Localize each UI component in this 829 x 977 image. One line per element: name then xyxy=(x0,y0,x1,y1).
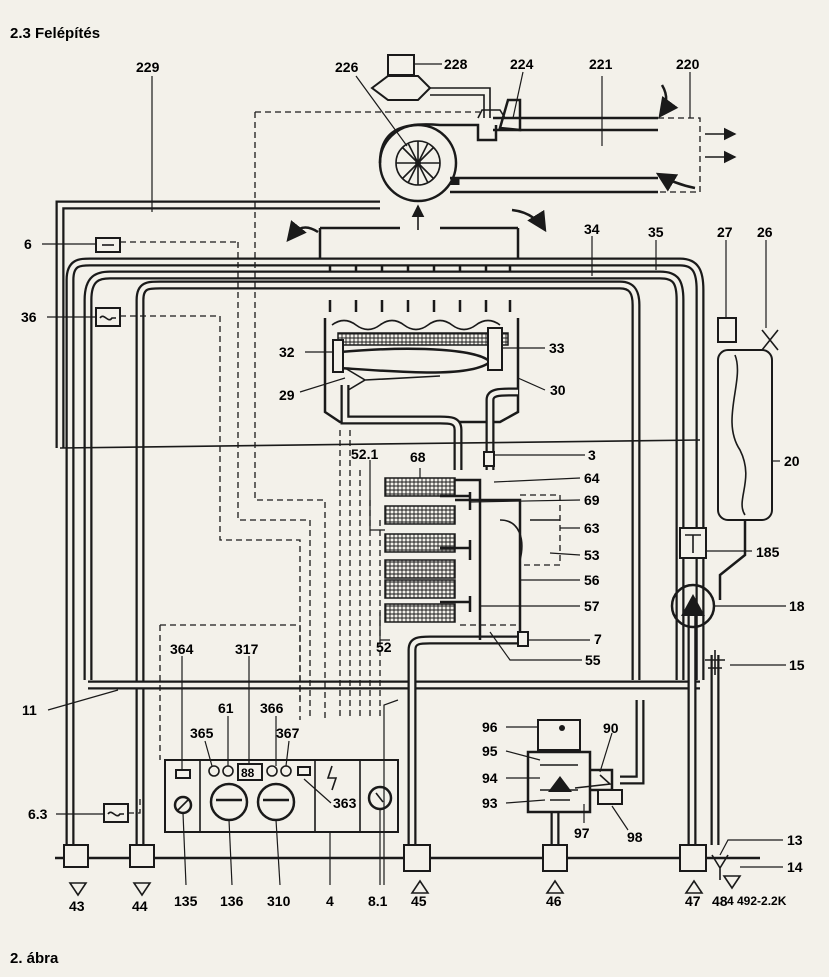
label-220: 220 xyxy=(676,56,700,72)
pressure-sensor xyxy=(717,317,779,351)
label-8-1: 8.1 xyxy=(368,893,388,909)
temperature-limiter xyxy=(95,237,121,253)
label-135: 135 xyxy=(174,893,198,909)
plate-heat-exchanger xyxy=(384,477,522,640)
label-69: 69 xyxy=(584,492,600,508)
label-33: 33 xyxy=(549,340,565,356)
expansion-vessel xyxy=(717,349,773,600)
flue-duct xyxy=(450,84,737,194)
label-136: 136 xyxy=(220,893,244,909)
figure-caption: 2. ábra xyxy=(10,950,59,967)
label-367: 367 xyxy=(276,725,300,741)
label-6: 6 xyxy=(24,236,32,252)
diverter-valve xyxy=(440,451,561,647)
label-228: 228 xyxy=(444,56,468,72)
connection-stubs xyxy=(63,844,742,897)
component-labels: 229 226 228 224 221 220 6 34 35 27 26 36… xyxy=(21,56,805,914)
label-366: 366 xyxy=(260,700,284,716)
label-224: 224 xyxy=(510,56,534,72)
label-36: 36 xyxy=(21,309,37,325)
label-221: 221 xyxy=(589,56,613,72)
label-18: 18 xyxy=(789,598,805,614)
label-7: 7 xyxy=(594,631,602,647)
air-pressure-switch xyxy=(498,98,522,132)
label-185: 185 xyxy=(756,544,780,560)
label-47: 47 xyxy=(685,893,701,909)
label-4: 4 xyxy=(326,893,334,909)
label-27: 27 xyxy=(717,224,733,240)
label-97: 97 xyxy=(574,825,590,841)
label-90: 90 xyxy=(603,720,619,736)
leader-lines xyxy=(42,63,786,886)
dhw-temperature-sensor xyxy=(103,795,141,823)
label-68: 68 xyxy=(410,449,426,465)
label-63: 63 xyxy=(584,520,600,536)
label-61: 61 xyxy=(218,700,234,716)
safety-valve xyxy=(705,650,725,675)
label-11: 11 xyxy=(22,702,37,718)
label-26: 26 xyxy=(757,224,773,240)
label-48: 48 xyxy=(712,893,728,909)
label-310: 310 xyxy=(267,893,291,909)
label-44: 44 xyxy=(132,898,148,914)
label-317: 317 xyxy=(235,641,259,657)
label-46: 46 xyxy=(546,893,562,909)
label-30: 30 xyxy=(550,382,566,398)
label-3: 3 xyxy=(588,447,596,463)
label-94: 94 xyxy=(482,770,498,786)
label-64: 64 xyxy=(584,470,600,486)
label-57: 57 xyxy=(584,598,600,614)
heating-pipes xyxy=(55,178,760,860)
control-panel: 88 xyxy=(164,759,399,833)
label-6-3: 6.3 xyxy=(28,806,48,822)
label-43: 43 xyxy=(69,898,85,914)
label-96: 96 xyxy=(482,719,498,735)
label-95: 95 xyxy=(482,743,498,759)
section-title: 2.3 Felépítés xyxy=(10,25,100,42)
label-52: 52 xyxy=(376,639,392,655)
label-45: 45 xyxy=(411,893,427,909)
flue-fan xyxy=(378,109,506,203)
label-14: 14 xyxy=(787,859,803,875)
label-32: 32 xyxy=(279,344,295,360)
label-56: 56 xyxy=(584,572,600,588)
flow-sensor xyxy=(679,527,707,559)
label-226: 226 xyxy=(335,59,359,75)
label-53: 53 xyxy=(584,547,600,563)
label-365: 365 xyxy=(190,725,214,741)
figure-code: 4 492-2.2K xyxy=(727,894,787,908)
label-34: 34 xyxy=(584,221,600,237)
gas-valve xyxy=(526,719,623,814)
wiring-bundle xyxy=(120,111,520,760)
label-35: 35 xyxy=(648,224,664,240)
label-364: 364 xyxy=(170,641,194,657)
panel-display: 88 xyxy=(241,766,255,780)
label-29: 29 xyxy=(279,387,295,403)
label-363: 363 xyxy=(333,795,357,811)
label-229: 229 xyxy=(136,59,160,75)
label-20: 20 xyxy=(784,453,800,469)
label-15: 15 xyxy=(789,657,805,673)
flow-temperature-sensor xyxy=(95,307,121,327)
label-52-1: 52.1 xyxy=(351,446,378,462)
label-55: 55 xyxy=(585,652,601,668)
label-13: 13 xyxy=(787,832,803,848)
label-93: 93 xyxy=(482,795,498,811)
fan-motor xyxy=(370,54,491,118)
label-98: 98 xyxy=(627,829,643,845)
